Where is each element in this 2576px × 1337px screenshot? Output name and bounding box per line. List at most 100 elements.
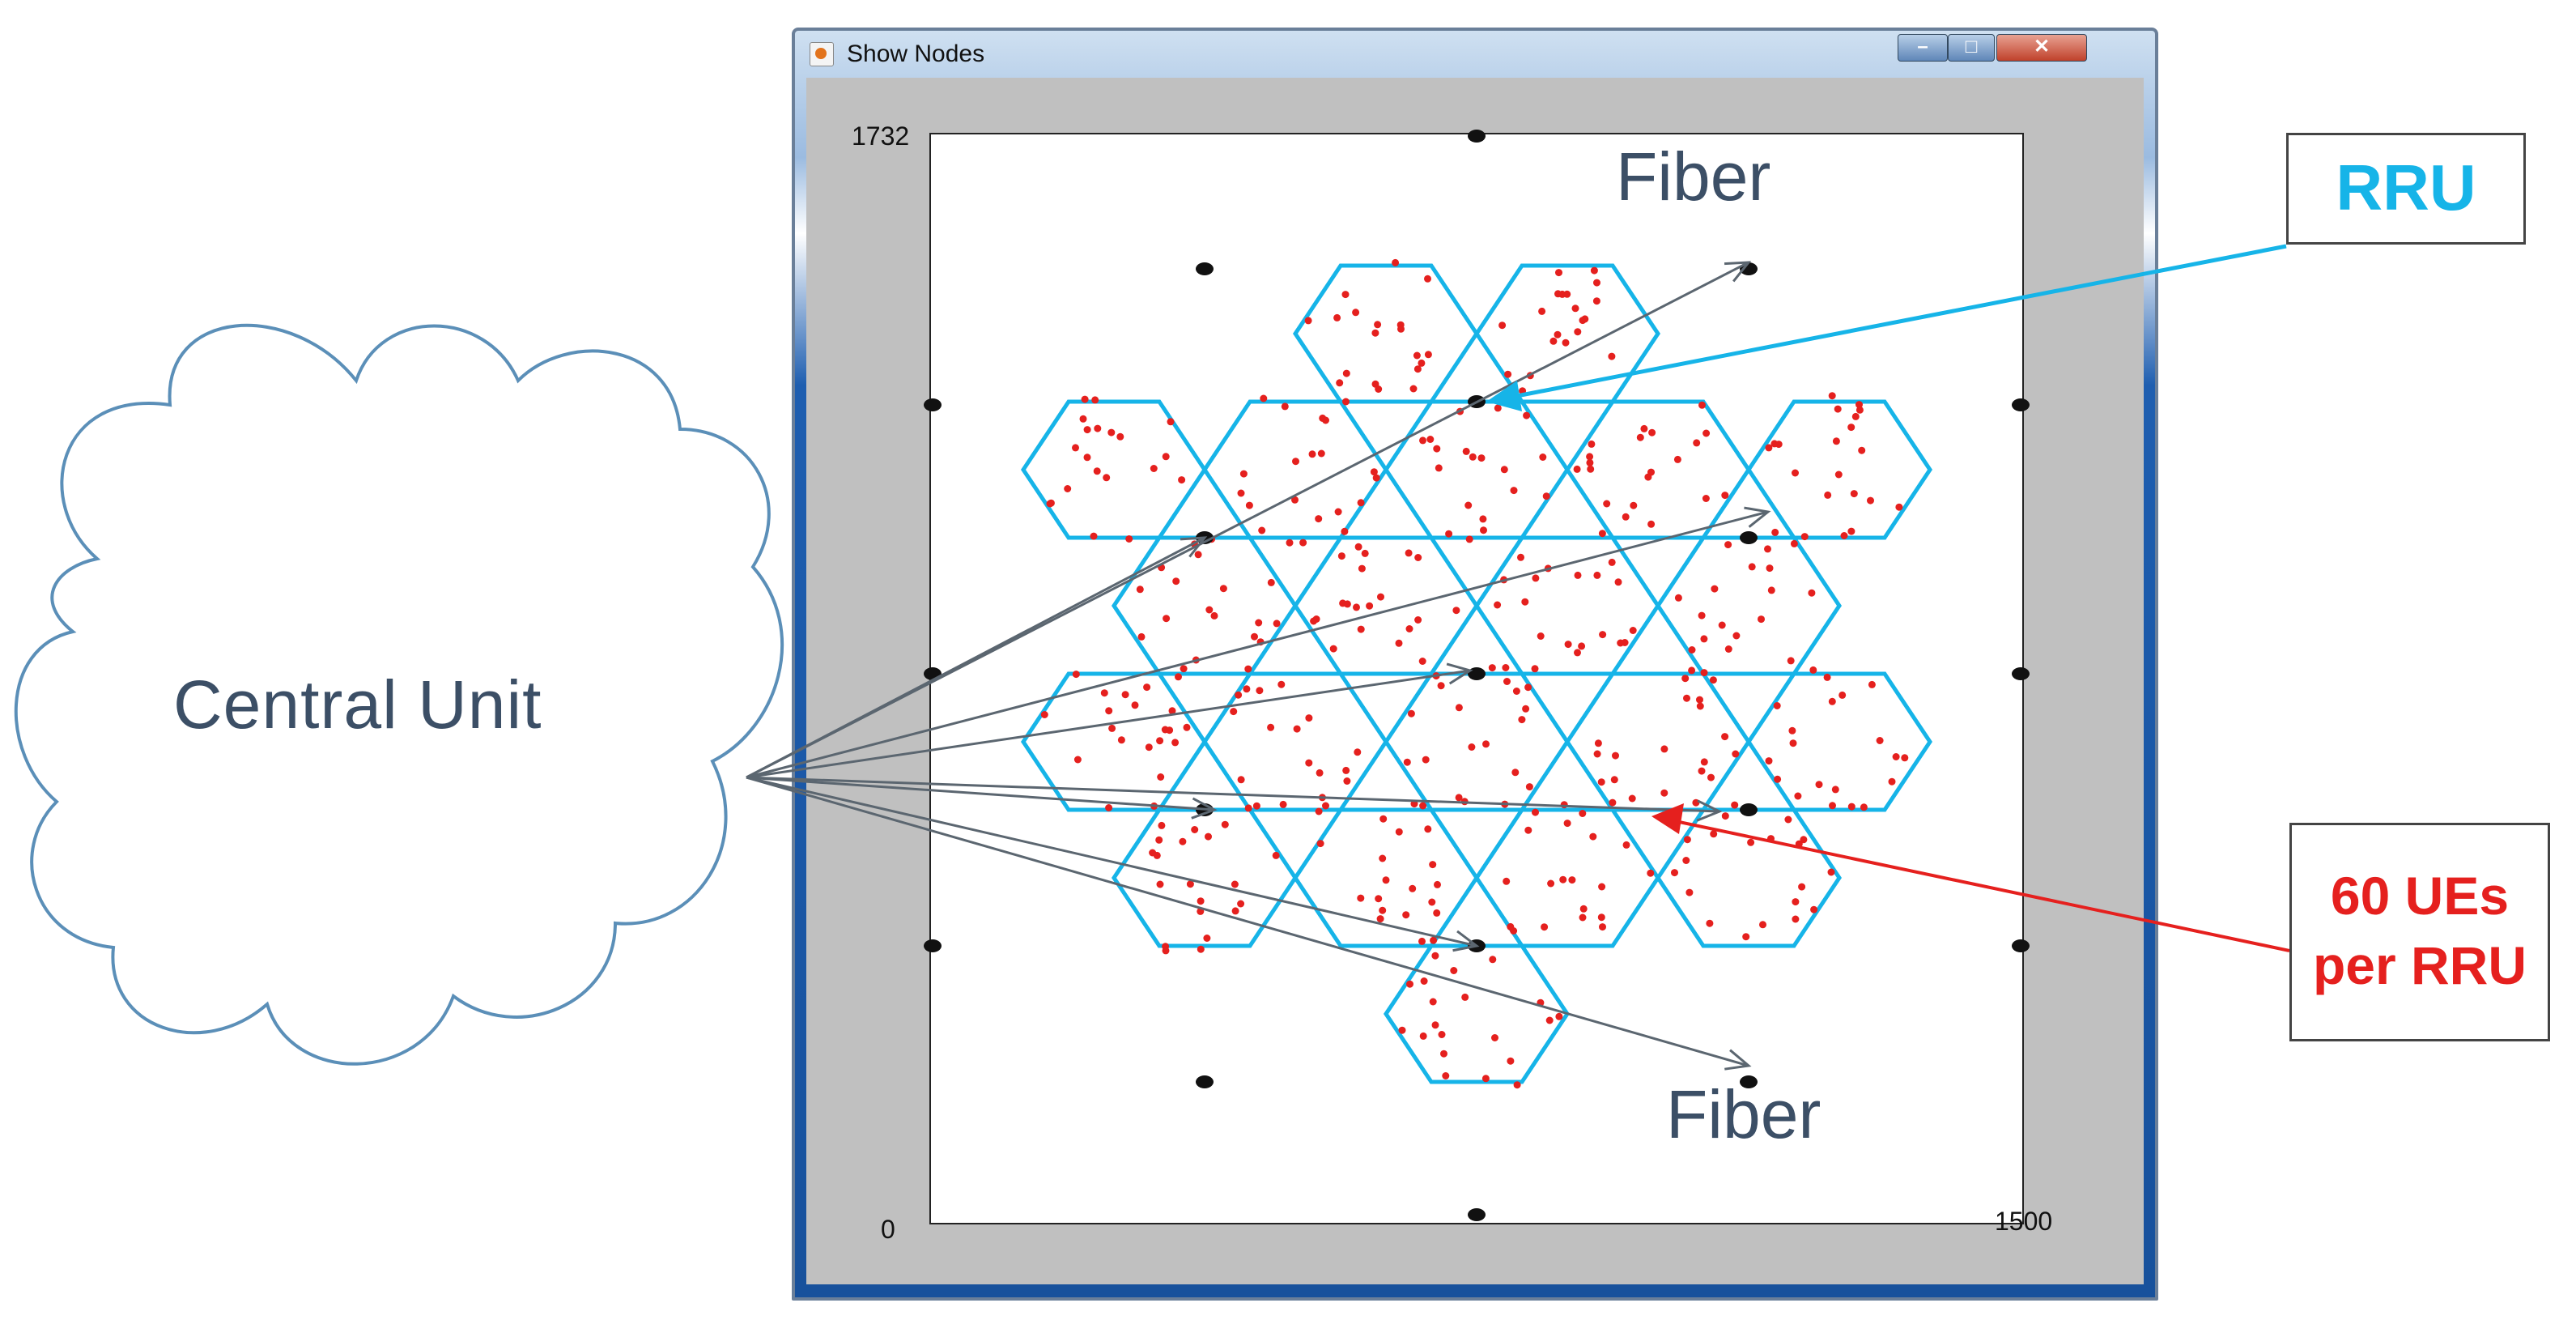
central-unit-label: Central Unit [173, 666, 542, 743]
ue-dot [1455, 704, 1463, 712]
ue-dot [1599, 631, 1607, 639]
ue-callout-line1: 60 UEs [2330, 866, 2510, 926]
ue-dot [1428, 898, 1436, 906]
ue-dot [1167, 418, 1175, 426]
rru-node [2012, 398, 2030, 411]
ue-dot [1072, 444, 1079, 452]
ue-dot [1479, 515, 1487, 523]
ue-dot [1180, 665, 1188, 673]
ue-dot [1231, 907, 1239, 915]
ue-dot [1510, 487, 1518, 495]
ue-dot [1521, 598, 1529, 606]
ue-dot [1105, 804, 1113, 811]
ue-dot [1442, 1072, 1450, 1079]
ue-dot [1593, 279, 1600, 287]
ue-dot [1629, 627, 1637, 634]
ue-dot [1800, 836, 1808, 844]
ue-dot [1079, 415, 1087, 423]
rru-node [924, 398, 942, 411]
rru-node [1740, 1075, 1758, 1088]
ue-dot [1315, 807, 1323, 815]
fiber-label-top: Fiber [1616, 138, 1771, 215]
ue-dot [1640, 424, 1648, 432]
ue-dot [1523, 411, 1531, 419]
ue-dot [1398, 1026, 1406, 1034]
ue-dot [1517, 553, 1524, 561]
ue-dot [1721, 733, 1729, 741]
ue-dot [1489, 956, 1497, 964]
ue-dot [1765, 444, 1773, 452]
ue-dot [1419, 802, 1427, 810]
ue-dot [1305, 759, 1313, 767]
ue-dot [1671, 869, 1678, 877]
ue-dot [1792, 898, 1800, 906]
ue-dot [1166, 726, 1174, 734]
ue-dot [1438, 1031, 1446, 1038]
ue-dot [1507, 1057, 1515, 1065]
hexagon-cell [1292, 535, 1480, 676]
ue-dot [1823, 673, 1831, 681]
ue-dot [1815, 781, 1823, 789]
fiber-links [746, 261, 1771, 1071]
ue-dot [1829, 802, 1836, 810]
minimize-button[interactable]: – [1898, 34, 1948, 62]
ue-dot [1237, 776, 1245, 784]
ue-dot [1630, 501, 1638, 509]
ue-dot [1598, 530, 1606, 538]
ue-dot [1083, 453, 1091, 462]
ue-dot [1707, 773, 1715, 781]
ue-dot [1850, 490, 1858, 498]
ue-dot [1513, 1081, 1521, 1089]
ue-dot [1117, 736, 1125, 744]
ue-dot [1524, 826, 1532, 834]
maximize-button[interactable]: □ [1948, 34, 1995, 62]
ue-dots [1040, 258, 1909, 1089]
fiber-arrowhead [1452, 930, 1480, 952]
hexagon-cell [1655, 807, 1843, 948]
ue-dot [1317, 449, 1325, 458]
close-button[interactable]: ✕ [1996, 34, 2087, 62]
ue-dot [1524, 683, 1532, 692]
ue-dot [1375, 385, 1383, 393]
ue-dot [1221, 820, 1229, 828]
ue-dot [1162, 453, 1170, 461]
ue-dot [1855, 406, 1864, 414]
ue-dot [1597, 913, 1605, 922]
ue-dot [1696, 696, 1703, 704]
ue-dot [1660, 789, 1668, 797]
ue-dot [1579, 810, 1587, 817]
ue-dot [1251, 632, 1258, 641]
ue-dot [1440, 1050, 1447, 1058]
ue-dot [1244, 665, 1252, 673]
ue-dot [1789, 739, 1797, 747]
ue-dot [1172, 577, 1180, 585]
ue-dot [1901, 754, 1909, 762]
ue-dot [1093, 467, 1101, 475]
ue-callout-line2: per RRU [2312, 935, 2527, 995]
ue-dot [1563, 820, 1571, 828]
fiber-arrowhead [1446, 662, 1473, 685]
ue-dot [1235, 691, 1243, 699]
ue-dot [1847, 803, 1855, 811]
ue-dot [1310, 617, 1318, 625]
ue-dot [1361, 549, 1369, 557]
ue-dot [1413, 351, 1421, 360]
ue-dot [1545, 1016, 1554, 1024]
rru-nodes [924, 130, 2030, 1221]
ue-dot [1371, 329, 1379, 337]
ue-dot [1322, 416, 1329, 424]
ue-dot [1107, 428, 1116, 436]
ue-dot [1612, 752, 1619, 760]
ue-dot [1379, 854, 1387, 862]
ue-dot [1532, 574, 1540, 582]
window-titlebar[interactable]: Show Nodes – □ ✕ [795, 31, 2155, 76]
hexagon-cell [1745, 399, 1933, 540]
ue-dot [1503, 877, 1511, 885]
ue-dot [1357, 499, 1365, 507]
ue-dot [1267, 578, 1275, 586]
ue-dot [1414, 554, 1422, 561]
ue-dot [1558, 290, 1566, 298]
hexagon-grid [1020, 263, 1933, 1084]
ue-dot [1131, 701, 1139, 709]
ue-dot [1081, 395, 1089, 403]
